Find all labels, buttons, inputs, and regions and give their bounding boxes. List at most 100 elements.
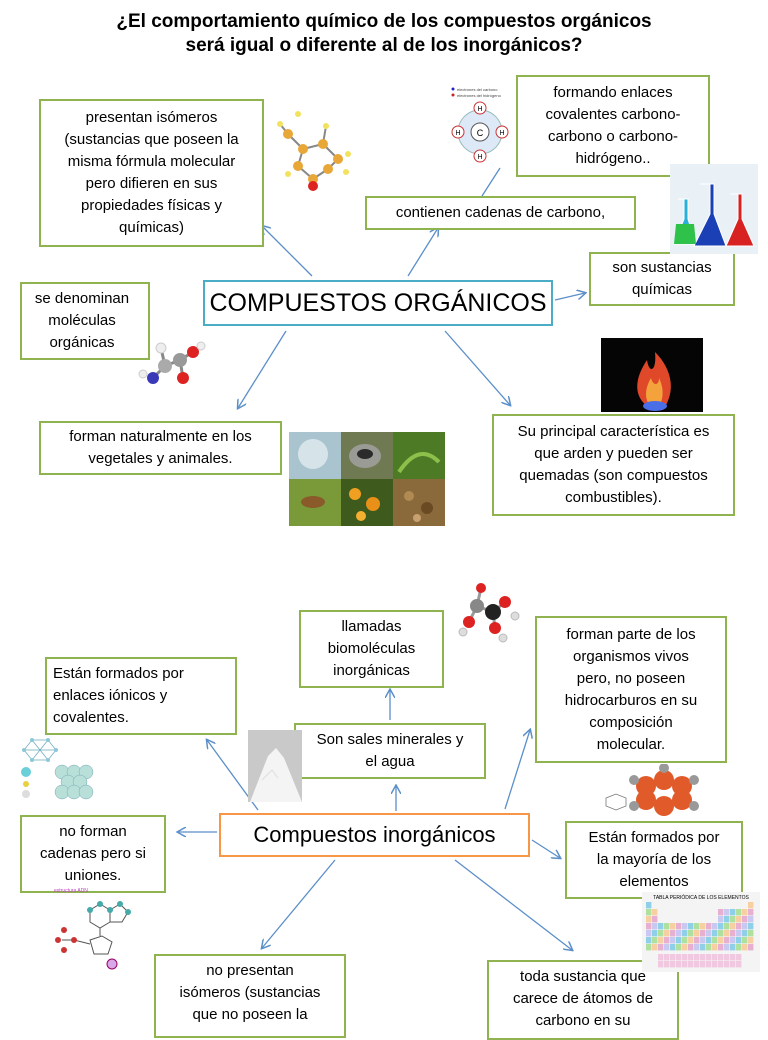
periodic-cell [706, 961, 712, 968]
periodic-cell [730, 937, 736, 944]
periodic-cell [700, 937, 706, 944]
periodic-cell [718, 944, 724, 951]
periodic-cell [664, 937, 670, 944]
periodic-cell [730, 909, 736, 916]
periodic-cell [676, 954, 682, 961]
periodic-cell [718, 916, 724, 923]
organic-molecule-icon [277, 111, 351, 191]
text-line: (sustancias que poseen la [64, 131, 239, 148]
periodic-cell [730, 954, 736, 961]
arrow-to-naturalmente [238, 330, 287, 408]
periodic-table-title: TABLA PERIÓDICA DE LOS ELEMENTOS [653, 894, 749, 901]
periodic-cell [652, 916, 658, 923]
periodic-cell [712, 937, 718, 944]
text-line: orgánicas [49, 334, 115, 351]
page-title: ¿El comportamiento químico de los compue… [0, 10, 768, 58]
periodic-cell [736, 923, 742, 930]
periodic-cell [748, 923, 754, 930]
periodic-cell [730, 944, 736, 951]
text-line: carbono en su [535, 1012, 631, 1029]
text-line: se denominan [34, 290, 130, 307]
periodic-table-cells [646, 902, 754, 968]
node-caracteristica: Su principal característica es que arden… [492, 414, 735, 516]
text-line: que no poseen la [192, 1006, 308, 1023]
periodic-cell [712, 923, 718, 930]
periodic-cell [730, 916, 736, 923]
legend-hydrogen: electrones del hidrógeno [457, 93, 502, 98]
text-line: Su principal característica es [517, 423, 710, 440]
text-line: covalentes. [53, 709, 129, 726]
central-label-organicos: COMPUESTOS ORGÁNICOS [209, 289, 547, 317]
node-llamadas: llamadas biomoléculas inorgánicas [299, 610, 444, 688]
periodic-cell [652, 909, 658, 916]
title-line-2: será igual o diferente al de los inorgán… [185, 35, 583, 56]
node-isomeros: presentan isómeros (sustancias que posee… [39, 99, 264, 247]
hydrocarbon-ring-icon [605, 764, 699, 816]
periodic-cell [676, 944, 682, 951]
text-line: Están formados por [588, 829, 720, 846]
periodic-cell [718, 954, 724, 961]
periodic-cell [748, 930, 754, 937]
periodic-cell [742, 937, 748, 944]
periodic-cell [712, 944, 718, 951]
periodic-cell [652, 923, 658, 930]
legend-carbon: electrones del carbono [457, 87, 498, 92]
periodic-cell [670, 944, 676, 951]
text-line: hidrógeno.. [575, 150, 651, 167]
periodic-cell [676, 937, 682, 944]
periodic-cell [646, 916, 652, 923]
node-enlaces: formando enlaces covalentes carbono- car… [516, 75, 710, 177]
periodic-cell [646, 937, 652, 944]
arrow-to-isomeros-inorg [262, 859, 336, 948]
text-line: Son sales minerales y [316, 731, 464, 748]
central-label-inorganicos: Compuestos inorgánicos [253, 822, 496, 847]
periodic-cell [736, 954, 742, 961]
arrow-to-sustancias [554, 293, 585, 301]
inorganic-molecule-icon [458, 583, 520, 643]
periodic-cell [712, 961, 718, 968]
node-cadenas: contienen cadenas de carbono, [365, 196, 636, 230]
periodic-cell [652, 944, 658, 951]
periodic-cell [724, 909, 730, 916]
periodic-cell [706, 944, 712, 951]
periodic-cell [682, 930, 688, 937]
periodic-cell [736, 909, 742, 916]
text-line: presentan isómeros [85, 109, 218, 126]
periodic-cell [748, 944, 754, 951]
periodic-cell [676, 923, 682, 930]
periodic-cell [706, 954, 712, 961]
periodic-cell [694, 944, 700, 951]
periodic-cell [682, 961, 688, 968]
periodic-cell [724, 961, 730, 968]
text-line: misma fórmula molecular [67, 153, 236, 170]
periodic-cell [646, 944, 652, 951]
periodic-cell [748, 916, 754, 923]
periodic-cell [664, 961, 670, 968]
text-line: carece de átomos de [512, 990, 654, 1007]
periodic-cell [730, 930, 736, 937]
text-line: elementos [619, 873, 689, 890]
periodic-cell [688, 944, 694, 951]
node-isomeros-inorg: no presentan isómeros (sustancias que no… [154, 954, 346, 1038]
periodic-cell [646, 930, 652, 937]
text-line: combustibles). [565, 489, 662, 506]
periodic-cell [718, 930, 724, 937]
periodic-cell [676, 961, 682, 968]
periodic-cell [736, 916, 742, 923]
periodic-cell [658, 930, 664, 937]
periodic-cell [700, 944, 706, 951]
periodic-cell [742, 916, 748, 923]
periodic-cell [694, 961, 700, 968]
text-line: no presentan [206, 962, 294, 979]
text-line: son sustancias [612, 259, 712, 276]
periodic-cell [718, 961, 724, 968]
dna-nucleotide-icon: estructura ADN [54, 888, 131, 970]
periodic-cell [664, 954, 670, 961]
periodic-cell [724, 923, 730, 930]
adn-label: estructura ADN [54, 888, 88, 894]
node-organismos: forman parte de los organismos vivos per… [535, 616, 727, 763]
svg-text:H: H [499, 130, 504, 137]
periodic-cell [658, 923, 664, 930]
text-line: quemadas (son compuestos [519, 467, 708, 484]
periodic-cell [688, 954, 694, 961]
